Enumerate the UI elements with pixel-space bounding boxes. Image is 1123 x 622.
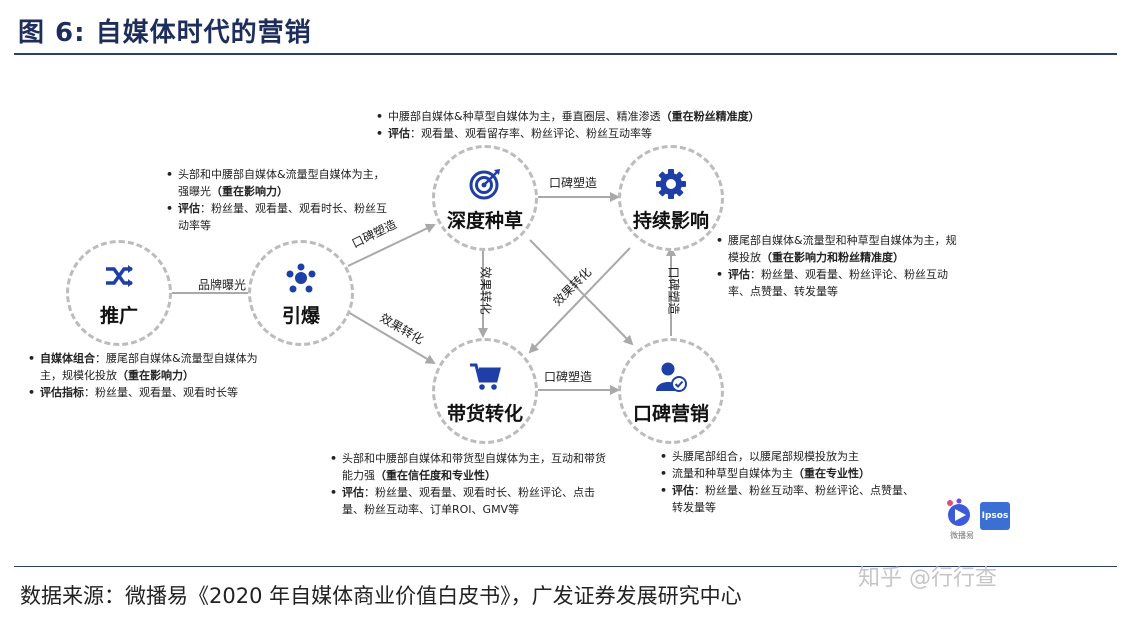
- node-shendu: 深度种草: [432, 145, 538, 251]
- footer-divider: [14, 566, 1117, 567]
- note-daihuo: •头部和中腰部自媒体和带货型自媒体为主，互动和带货能力强（重在信任度和专业性） …: [330, 450, 615, 518]
- edge-label-koubei-daihuo-koubei: 口碑塑造: [544, 370, 593, 384]
- note-item: •评估：粉丝量、观看量、粉丝评论、粉丝互动率、点赞量、转发量等: [716, 268, 948, 298]
- note-item: •头部和中腰部自媒体&流量型自媒体为主，强曝光（重在影响力）: [166, 168, 385, 198]
- arrow-yinbao-shendu: [347, 223, 436, 267]
- weiboyi-logo-icon: [947, 498, 970, 526]
- weiboyi-logo-text: 微播易: [950, 531, 974, 540]
- note-item: •头部和中腰部自媒体和带货型自媒体为主，互动和带货能力强（重在信任度和专业性）: [330, 452, 606, 482]
- target-icon: [469, 169, 500, 200]
- node-label: 深度种草: [446, 210, 523, 232]
- note-tuiguang: •自媒体组合：腰尾部自媒体&流量型自媒体为主，规模化投放（重在影响力） •评估指…: [28, 350, 278, 401]
- edge-label-xiaoguo-vertical: 效果转化: [478, 266, 493, 315]
- note-item: •评估：粉丝量、观看量、观看时长、粉丝评论、点击量、粉丝互动率、订单ROI、GM…: [330, 486, 595, 516]
- note-item: •评估：粉丝量、粉丝互动率、粉丝评论、点赞量、转发量等: [660, 484, 914, 514]
- note-item: •中腰部自媒体&种草型自媒体为主，垂直圈层、精准渗透（重在粉丝精准度）: [376, 110, 760, 123]
- node-daihuo: 带货转化: [432, 338, 538, 444]
- node-label: 口碑营销: [632, 403, 709, 425]
- title-divider: [14, 53, 1117, 55]
- cart-icon: [470, 363, 501, 390]
- node-yinbao: 引爆: [248, 240, 354, 346]
- arrow-yinbao-daihuo: [347, 311, 436, 365]
- watermark: 知乎 @行行查: [858, 566, 997, 591]
- note-shendu: •中腰部自媒体&种草型自媒体为主，垂直圈层、精准渗透（重在粉丝精准度） •评估：…: [376, 108, 846, 142]
- arrow-chixu-daihuo: [528, 247, 631, 354]
- note-item: •头腰尾部组合，以腰尾部规模投放为主: [660, 450, 859, 463]
- user-check-icon: [656, 362, 687, 392]
- note-koubei: •头腰尾部组合，以腰尾部规模投放为主 •流量和种草型自媒体为主（重在专业性） •…: [660, 448, 920, 516]
- node-chixu: 持续影响: [618, 145, 724, 251]
- note-yinbao: •头部和中腰部自媒体&流量型自媒体为主，强曝光（重在影响力） •评估：粉丝量、观…: [166, 166, 390, 234]
- gear-icon: [656, 169, 686, 199]
- node-label: 持续影响: [632, 210, 709, 232]
- node-label: 引爆: [281, 305, 320, 327]
- note-item: •自媒体组合：腰尾部自媒体&流量型自媒体为主，规模化投放（重在影响力）: [28, 352, 258, 382]
- note-chixu: •腰尾部自媒体&流量型和种草型自媒体为主，规模投放（重在影响力和粉丝精准度） •…: [716, 232, 966, 300]
- note-item: •评估：观看量、观看留存率、粉丝评论、粉丝互动率等: [376, 127, 652, 140]
- node-tuiguang: 推广: [66, 240, 172, 346]
- edge-label-koubei-shendu-chixu: 口碑塑造: [549, 176, 598, 190]
- source-note: 数据来源：微播易《2020 年自媒体商业价值白皮书》，广发证券发展研究中心: [20, 584, 742, 608]
- node-label: 带货转化: [446, 403, 523, 425]
- node-label: 推广: [99, 305, 138, 327]
- edge-label-koubei-vertical: 口碑塑造: [666, 266, 681, 315]
- shuffle-icon: [106, 265, 133, 287]
- arrow-shendu-koubei: [529, 239, 634, 346]
- note-item: •腰尾部自媒体&流量型和种草型自媒体为主，规模投放（重在影响力和粉丝精准度）: [716, 234, 957, 264]
- note-item: •评估：粉丝量、观看量、观看时长、粉丝互动率等: [166, 202, 387, 232]
- network-icon: [286, 263, 316, 293]
- node-koubei: 口碑营销: [618, 338, 724, 444]
- figure-title: 图 6: 自媒体时代的营销: [18, 18, 312, 48]
- note-item: •评估指标：粉丝量、观看量、观看时长等: [28, 386, 238, 399]
- note-item: •流量和种草型自媒体为主（重在专业性）: [660, 467, 870, 480]
- ipsos-logo: Ipsos: [980, 502, 1010, 530]
- edge-label-pinpai: 品牌曝光: [198, 278, 247, 292]
- arrow-layer: [172, 192, 676, 395]
